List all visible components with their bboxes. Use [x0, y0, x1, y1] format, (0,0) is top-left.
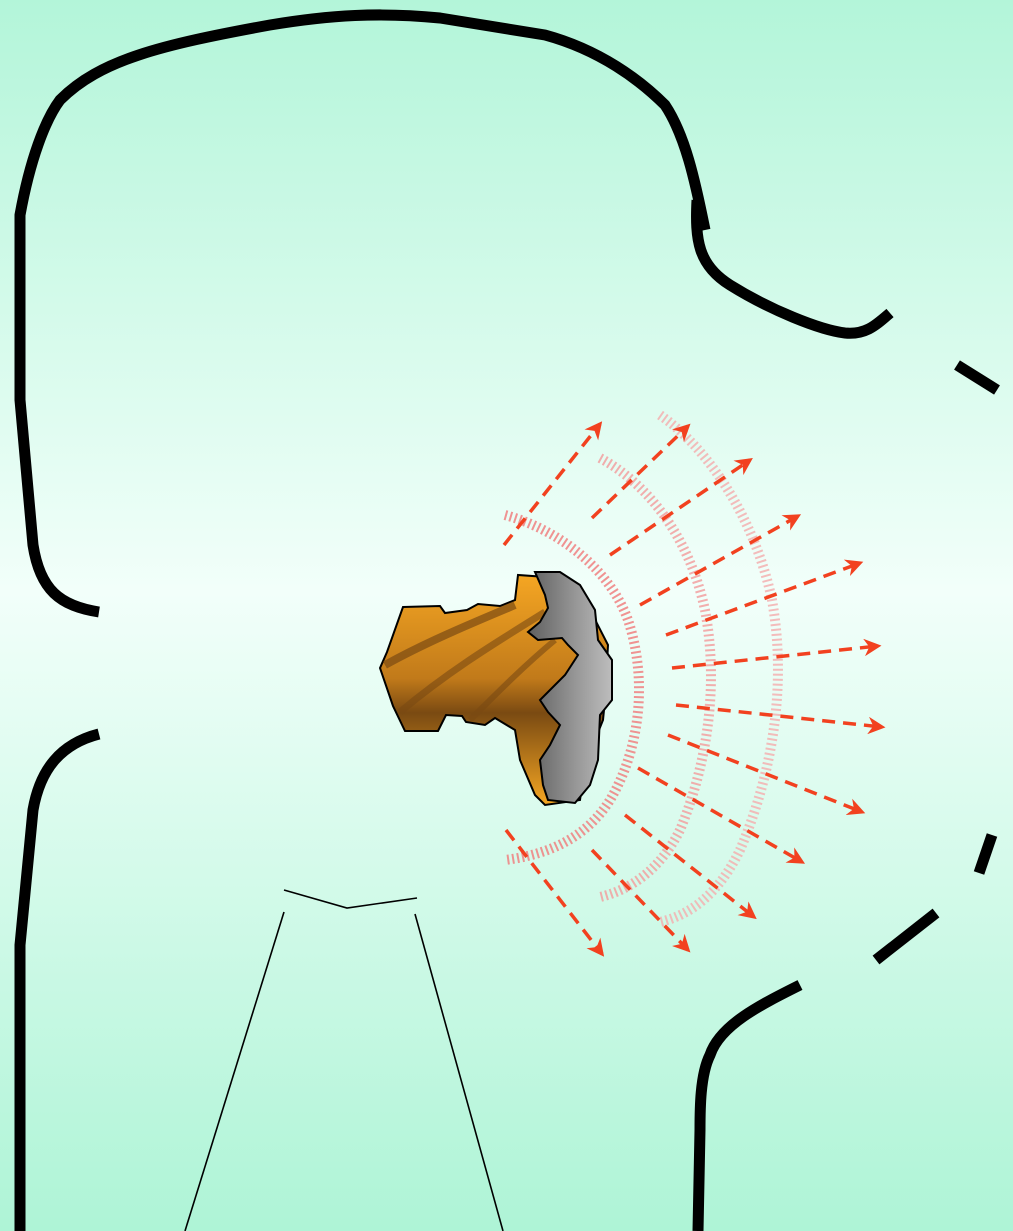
- funnel-top-line: [284, 890, 417, 908]
- wave-arrow-1: [504, 424, 600, 545]
- wave-arrow-11: [592, 850, 688, 950]
- room-wall-top-left-inner: [697, 200, 890, 333]
- room-opening-right-upper: [957, 365, 997, 390]
- funnel-right-line: [415, 914, 503, 1231]
- room-opening-right-bottom: [876, 913, 936, 960]
- wave-arrow-2: [592, 426, 688, 518]
- floor-funnel: [185, 890, 503, 1231]
- speaker-device-icon: [380, 572, 612, 805]
- wave-arrow-10: [625, 815, 754, 917]
- room-opening-right-lower: [979, 835, 992, 873]
- wavefront-ring-2: [600, 458, 711, 897]
- room-wall-bottom-left: [20, 734, 99, 1231]
- wave-arrow-4: [640, 516, 798, 605]
- funnel-left-line: [185, 912, 284, 1231]
- wave-arrow-9: [638, 768, 802, 862]
- wave-arrow-12: [506, 830, 602, 954]
- room-wall-top-left: [20, 15, 705, 612]
- room-wall-bottom-right: [698, 985, 800, 1231]
